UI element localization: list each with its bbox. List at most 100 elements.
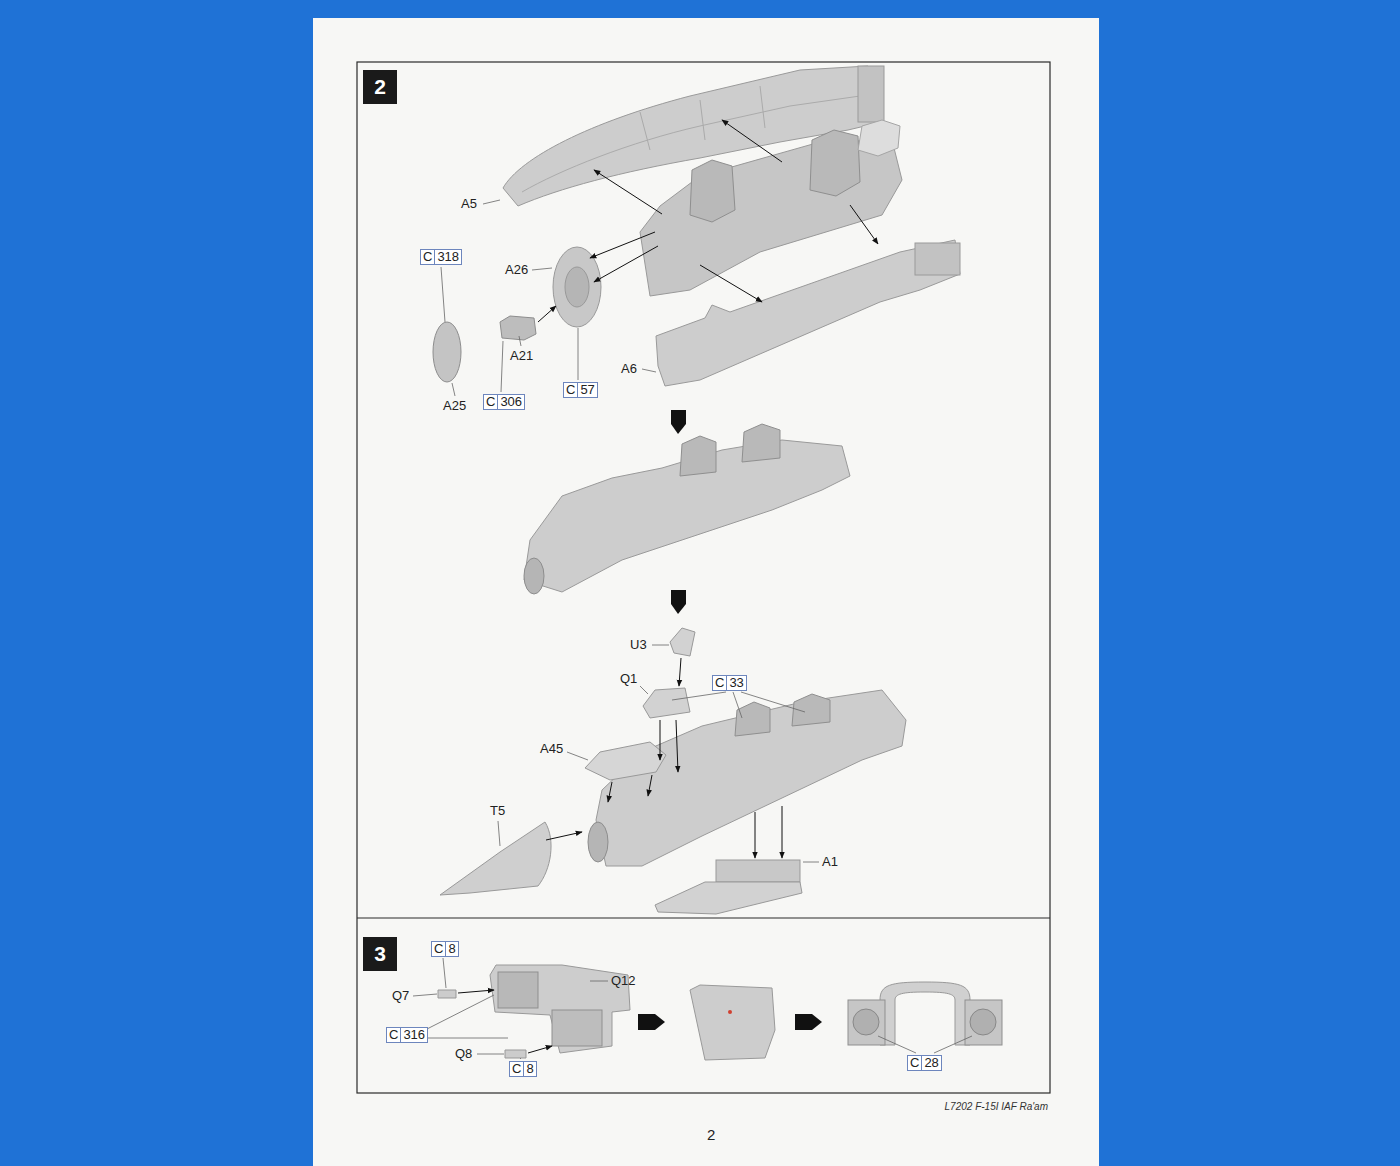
assembly-arrow xyxy=(594,246,658,282)
intake-opening xyxy=(498,972,538,1008)
part-callout: C33 xyxy=(712,675,747,691)
part-callout: C28 xyxy=(907,1055,942,1071)
leader-line xyxy=(498,821,500,846)
leader-line xyxy=(741,692,805,712)
step-number: 2 xyxy=(363,70,397,104)
callout-letter: C xyxy=(484,395,498,409)
part-u3-glass xyxy=(670,628,695,656)
step-number: 3 xyxy=(363,937,397,971)
leader-lines xyxy=(413,200,972,1059)
callout-number: 33 xyxy=(727,676,745,690)
lower-duct xyxy=(915,243,960,275)
callout-letter: C xyxy=(564,383,578,397)
part-label: A25 xyxy=(443,398,466,413)
nose-bulkhead xyxy=(588,822,608,862)
leader-line xyxy=(878,1036,916,1053)
leader-line xyxy=(803,862,819,863)
assembly-arrow xyxy=(528,1046,552,1053)
part-callout: C57 xyxy=(563,382,598,398)
step-arrow xyxy=(671,590,686,614)
fuselage-body xyxy=(596,690,906,866)
leader-line xyxy=(578,328,579,380)
callout-number: 8 xyxy=(524,1062,535,1076)
leader-line xyxy=(520,1058,521,1059)
step-number-text: 2 xyxy=(374,75,386,99)
assembly-arrow xyxy=(648,775,652,796)
callout-letter: C xyxy=(908,1056,922,1070)
leader-line xyxy=(532,268,552,270)
part-label: A1 xyxy=(822,854,838,869)
callout-letter: C xyxy=(421,250,435,264)
leader-line xyxy=(441,267,445,322)
leader-line xyxy=(413,994,437,996)
shell-duct xyxy=(858,66,884,122)
part-q7 xyxy=(438,990,456,998)
rear-bulkhead xyxy=(858,120,900,156)
leader-line xyxy=(425,995,494,1030)
front-seat xyxy=(690,160,735,222)
leader-line xyxy=(443,958,446,988)
lower-fuselage-half xyxy=(656,240,960,386)
kit-footer: L7202 F-15I IAF Ra'am xyxy=(945,1099,1048,1114)
nose-bulkhead xyxy=(524,558,544,594)
step-arrow xyxy=(671,410,686,434)
final-fuselage xyxy=(588,690,906,866)
callout-letter: C xyxy=(387,1028,401,1042)
part-callout: C306 xyxy=(483,394,525,410)
part-label: A26 xyxy=(505,262,528,277)
callout-number: 28 xyxy=(922,1056,940,1070)
intake-square xyxy=(848,1000,885,1045)
step-frame xyxy=(357,62,1050,1093)
part-q1-hud xyxy=(643,688,690,718)
assembly-arrow xyxy=(700,265,762,302)
part-label: A5 xyxy=(461,196,477,211)
compressor-face xyxy=(970,1009,996,1035)
paper-sheet xyxy=(313,18,1099,1166)
callout-letter: C xyxy=(432,942,446,956)
intake-body xyxy=(490,965,630,1053)
callout-number: 57 xyxy=(578,383,596,397)
part-label: Q8 xyxy=(455,1046,472,1061)
callout-letter: C xyxy=(510,1062,524,1076)
leader-line xyxy=(733,692,742,718)
explode-arrows xyxy=(538,120,878,322)
assembly-arrow xyxy=(782,806,783,858)
assembly-arrow xyxy=(538,306,556,322)
assembly-arrow xyxy=(546,832,582,840)
part-a26-bulkhead xyxy=(553,247,601,327)
compressor-face xyxy=(853,1009,879,1035)
leader-line xyxy=(934,1036,972,1053)
part-label: A21 xyxy=(510,348,533,363)
callout-number: 306 xyxy=(498,395,524,409)
part-label: A45 xyxy=(540,741,563,756)
step-number-text: 3 xyxy=(374,942,386,966)
leader-line xyxy=(501,341,503,392)
part-a6 xyxy=(656,240,960,386)
part-a25-disc xyxy=(433,322,461,382)
leader-line xyxy=(483,200,500,204)
page-number: 2 xyxy=(707,1127,715,1142)
assembly-arrow xyxy=(679,658,681,686)
front-seat xyxy=(735,702,770,736)
intake-square xyxy=(965,1000,1002,1045)
assembly-arrow xyxy=(608,782,612,802)
assembled-fuselage xyxy=(524,424,850,594)
assembly-arrow xyxy=(850,205,878,244)
glue-mark xyxy=(728,1010,732,1014)
leader-line xyxy=(642,369,656,372)
part-label: Q1 xyxy=(620,671,637,686)
part-q12-intakes xyxy=(490,965,630,1053)
callout-letter: C xyxy=(713,676,727,690)
assembly-arrow xyxy=(676,720,678,772)
frame-divider xyxy=(357,917,1050,918)
part-a21-gun xyxy=(500,316,536,340)
callout-number: 8 xyxy=(446,942,457,956)
part-q8 xyxy=(505,1050,526,1058)
assembly-arrow xyxy=(722,120,782,162)
callout-number: 318 xyxy=(435,250,461,264)
step-arrow xyxy=(638,1014,665,1030)
leader-line xyxy=(652,645,669,646)
part-t5-nose-cone xyxy=(440,822,551,895)
